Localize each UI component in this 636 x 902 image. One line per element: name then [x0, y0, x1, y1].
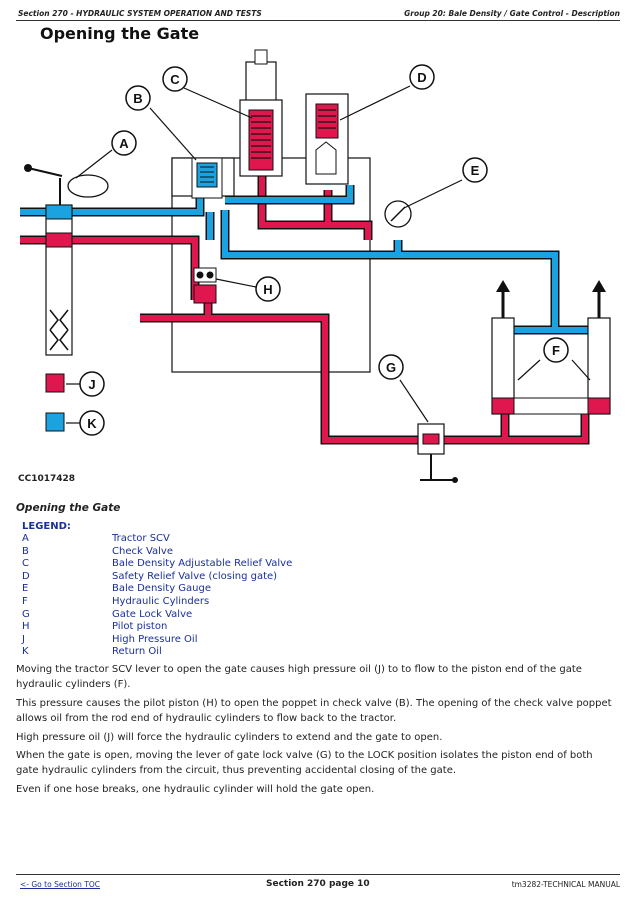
callout-d: D — [417, 70, 426, 85]
callout-j: J — [88, 377, 95, 392]
hydraulic-diagram: A B C D E F G H J K — [20, 49, 611, 483]
callout-f: F — [552, 343, 560, 358]
callout-k: K — [87, 416, 97, 431]
page-number: Section 270 page 10 — [266, 879, 370, 889]
page-footer: <- Go to Section TOC Section 270 page 10… — [16, 874, 620, 897]
legend-swatch-return — [45, 412, 65, 432]
body-paragraph: When the gate is open, moving the lever … — [16, 750, 593, 776]
header-group: Group 20: Bale Density / Gate Control - … — [404, 9, 620, 18]
page-title: Opening the Gate — [40, 24, 200, 43]
manual-id: tm3282-TECHNICAL MANUAL — [511, 880, 620, 889]
section-subtitle: Opening the Gate — [16, 502, 121, 514]
section-toc-link[interactable]: <- Go to Section TOC — [20, 880, 101, 889]
body-paragraph: Moving the tractor SCV lever to open the… — [16, 664, 582, 690]
legend-swatch-high-pressure — [45, 373, 65, 393]
body-paragraph: This pressure causes the pilot piston (H… — [16, 698, 612, 724]
scv-body — [45, 204, 73, 356]
body-paragraph: Even if one hose breaks, one hydraulic c… — [16, 784, 375, 795]
body-paragraph: High pressure oil (J) will force the hyd… — [16, 732, 443, 743]
page-header: Section 270 - HYDRAULIC SYSTEM OPERATION… — [16, 4, 620, 21]
callout-c: C — [170, 72, 180, 87]
legend-title: LEGEND: — [22, 521, 71, 532]
figure-id: CC1017428 — [18, 474, 76, 484]
header-section: Section 270 - HYDRAULIC SYSTEM OPERATION… — [18, 9, 262, 18]
callout-g: G — [386, 360, 396, 375]
callout-a: A — [119, 136, 129, 151]
callout-b: B — [133, 91, 142, 106]
callout-e: E — [471, 163, 480, 178]
callout-h: H — [263, 282, 272, 297]
